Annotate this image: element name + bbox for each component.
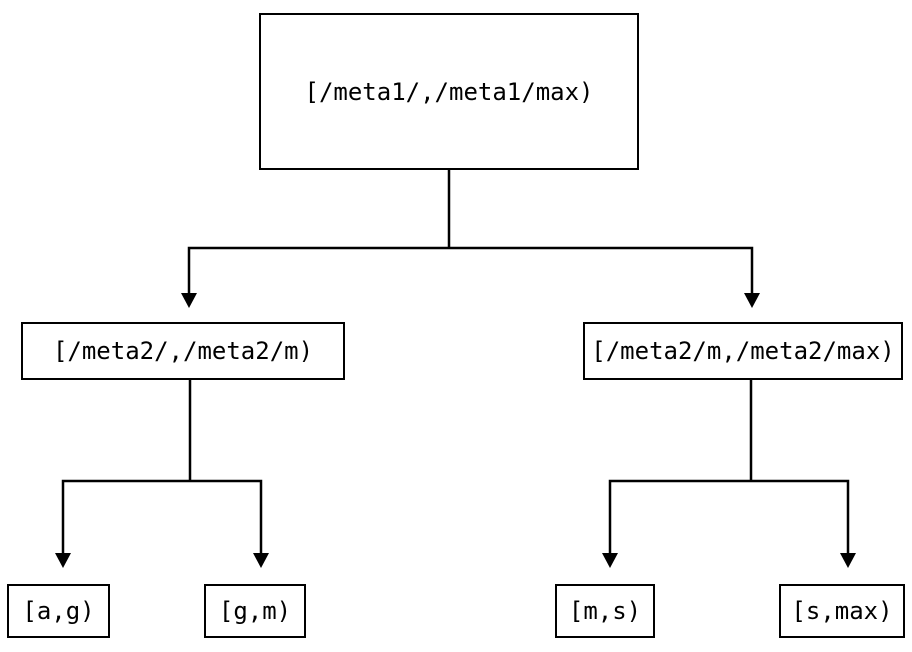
node-leaf-gm: [g,m) <box>204 584 306 638</box>
node-meta2-right: [/meta2/m,/meta2/max) <box>583 322 903 380</box>
edge-root-split <box>187 246 754 293</box>
arrowhead-left-mid <box>181 293 197 308</box>
node-leaf-smax-label: [s,max) <box>791 597 893 625</box>
node-leaf-smax: [s,max) <box>779 584 905 638</box>
node-meta2-right-label: [/meta2/m,/meta2/max) <box>591 337 895 365</box>
node-leaf-ms-label: [m,s) <box>568 597 642 625</box>
node-root: [/meta1/,/meta1/max) <box>259 13 639 170</box>
arrowhead-leaf-ag <box>55 553 71 568</box>
node-leaf-ag: [a,g) <box>7 584 110 638</box>
arrowhead-leaf-smax <box>840 553 856 568</box>
node-leaf-ag-label: [a,g) <box>22 597 95 625</box>
node-leaf-ms: [m,s) <box>555 584 655 638</box>
node-root-label: [/meta1/,/meta1/max) <box>304 77 594 106</box>
arrowhead-right-mid <box>744 293 760 308</box>
node-meta2-left: [/meta2/,/meta2/m) <box>21 322 345 380</box>
node-meta2-left-label: [/meta2/,/meta2/m) <box>52 337 314 365</box>
arrowhead-leaf-gm <box>253 553 269 568</box>
node-leaf-gm-label: [g,m) <box>218 597 292 625</box>
edge-mid-right-split <box>608 479 850 553</box>
edge-mid-left-split <box>61 479 263 553</box>
arrowhead-leaf-ms <box>602 553 618 568</box>
